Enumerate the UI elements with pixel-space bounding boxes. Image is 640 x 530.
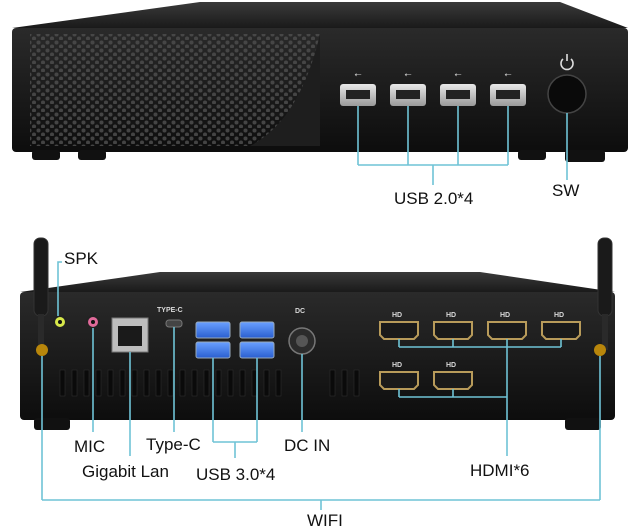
rear-chassis [20, 272, 615, 430]
switch-label: SW [552, 181, 580, 200]
power-icon [560, 54, 574, 71]
usb3-label: USB 3.0*4 [196, 465, 276, 484]
dc-port-mark: DC [295, 308, 306, 315]
usb2-port: ⭠ [340, 70, 376, 106]
wifi-label: WIFI [307, 511, 343, 530]
hdmi-port-mark: HD [392, 362, 403, 369]
front-chassis [12, 2, 628, 162]
svg-text:⭠: ⭠ [354, 70, 361, 80]
mic-label: MIC [74, 437, 106, 456]
wifi-antennas [33, 237, 613, 356]
hdmi-port-mark: HD [446, 312, 457, 319]
power-button [547, 54, 587, 114]
hdmi-port-mark: HD [554, 312, 565, 319]
gigabit-lan-label: Gigabit Lan [82, 462, 169, 481]
front-usb2-ports: ⭠ ⭠ ⭠ ⭠ [340, 70, 526, 106]
hdmi-port-mark: HD [500, 312, 511, 319]
rear-callout-lines [41, 261, 601, 510]
usb2-port: ⭠ [490, 70, 526, 106]
hdmi-ports [379, 321, 581, 390]
usb2-port: ⭠ [390, 70, 426, 106]
usb2-port: ⭠ [440, 70, 476, 106]
usb2-label: USB 2.0*4 [394, 189, 474, 208]
typec-label: Type-C [146, 435, 201, 454]
hdmi-port-mark: HD [446, 362, 457, 369]
svg-text:⭠: ⭠ [454, 70, 461, 80]
dc-port [288, 327, 316, 355]
typec-port-mark: TYPE-C [157, 307, 183, 314]
front-callout-lines [357, 106, 568, 185]
dc-in-label: DC IN [284, 436, 331, 455]
hdmi-port-mark: HD [392, 312, 403, 319]
speaker-label: SPK [64, 249, 99, 268]
lan-port [111, 317, 149, 353]
typec-port [165, 319, 183, 328]
svg-text:⭠: ⭠ [404, 70, 411, 80]
usb3-ports [195, 321, 275, 359]
hdmi-label: HDMI*6 [470, 461, 530, 480]
svg-text:⭠: ⭠ [504, 70, 511, 80]
